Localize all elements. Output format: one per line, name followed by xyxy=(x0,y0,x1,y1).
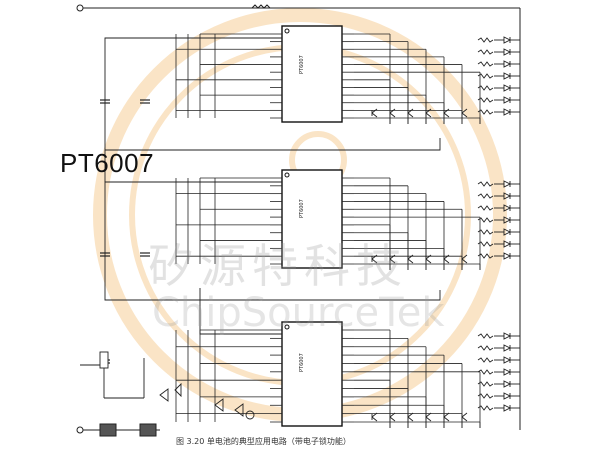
resistor xyxy=(477,37,494,43)
transistor xyxy=(407,412,414,422)
resistor xyxy=(477,85,494,91)
transistor xyxy=(443,254,450,264)
outer-frames xyxy=(104,37,441,335)
diode xyxy=(503,48,512,56)
diode xyxy=(503,180,512,188)
right-wiring xyxy=(342,33,481,428)
diode xyxy=(503,332,512,340)
transistor xyxy=(461,254,468,264)
resistor xyxy=(477,357,494,363)
resistor xyxy=(477,61,494,67)
bottom-rail xyxy=(76,423,160,437)
diode xyxy=(503,344,512,352)
part-number-label: PT6007 xyxy=(60,148,155,178)
transistor xyxy=(371,108,378,118)
transistor xyxy=(371,412,378,422)
diode xyxy=(503,368,512,376)
transistor xyxy=(389,108,396,118)
diode xyxy=(503,108,512,116)
lock-circuit xyxy=(80,351,255,420)
diode xyxy=(503,60,512,68)
resistor xyxy=(477,369,494,375)
diode xyxy=(503,72,512,80)
resistor xyxy=(477,109,494,115)
svg-text:PT6007: PT6007 xyxy=(299,199,305,218)
diode xyxy=(503,404,512,412)
transistor xyxy=(461,412,468,422)
diode xyxy=(503,96,512,104)
chip-3: PT6007 xyxy=(281,321,343,427)
left-wiring xyxy=(175,33,282,423)
resistor xyxy=(477,73,494,79)
resistor xyxy=(477,393,494,399)
resistor xyxy=(477,345,494,351)
diode xyxy=(503,356,512,364)
transistor xyxy=(425,254,432,264)
transistor xyxy=(389,254,396,264)
diode xyxy=(503,380,512,388)
resistor xyxy=(477,181,494,187)
resistor xyxy=(477,229,494,235)
diode xyxy=(503,84,512,92)
resistor xyxy=(477,49,494,55)
transistor xyxy=(407,108,414,118)
resistor xyxy=(477,381,494,387)
resistor xyxy=(477,97,494,103)
transistor xyxy=(461,108,468,118)
resistor xyxy=(477,193,494,199)
diode xyxy=(503,36,512,44)
resistor xyxy=(477,405,494,411)
transistor xyxy=(407,254,414,264)
resistor xyxy=(477,241,494,247)
resistor xyxy=(477,217,494,223)
resistor xyxy=(477,333,494,339)
chip-2: PT6007 xyxy=(281,169,343,269)
transistor xyxy=(443,412,450,422)
transistor xyxy=(389,412,396,422)
resistor xyxy=(477,205,494,211)
transistor xyxy=(443,108,450,118)
diode xyxy=(503,392,512,400)
chip-1: PT6007 xyxy=(281,25,343,123)
resistor xyxy=(477,253,494,259)
svg-text:PT6007: PT6007 xyxy=(299,55,305,74)
transistor xyxy=(425,108,432,118)
led-resistor-column xyxy=(371,36,520,422)
transistor xyxy=(371,254,378,264)
diode xyxy=(503,252,512,260)
figure-caption: 图 3.20 单电池的典型应用电路（带电子锁功能） xyxy=(176,437,351,446)
transistor xyxy=(425,412,432,422)
svg-text:PT6007: PT6007 xyxy=(299,353,305,372)
